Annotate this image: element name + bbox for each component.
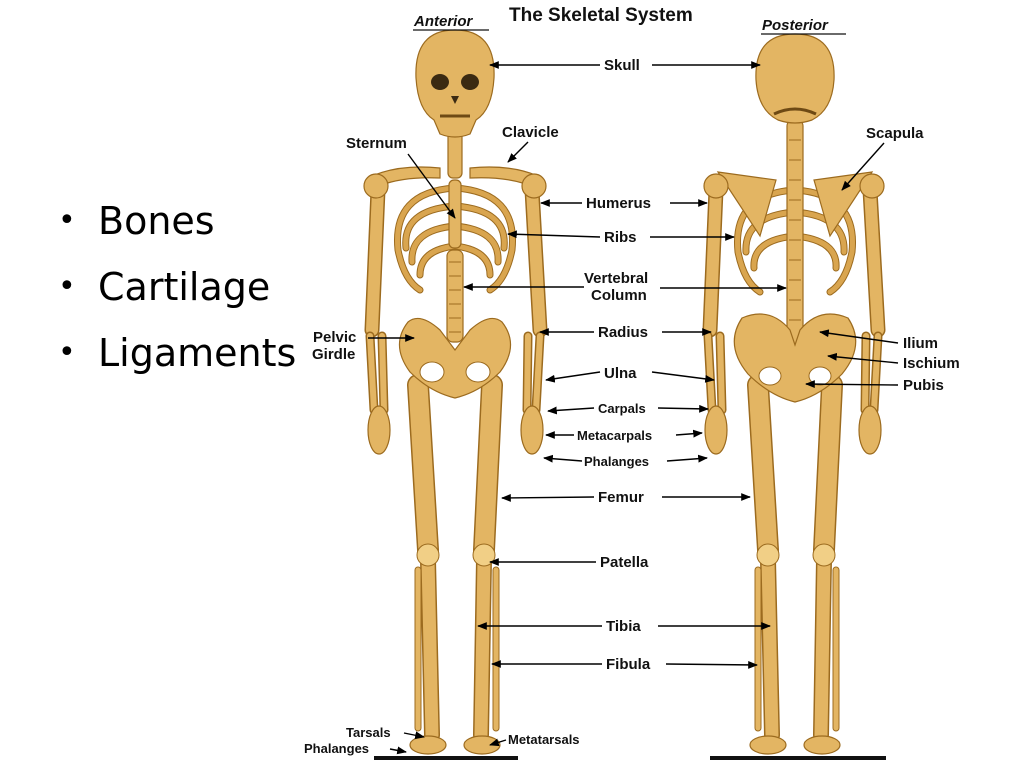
- labels: Skull Sternum Clavicle Scapula Humerus R…: [304, 57, 960, 756]
- anterior-skeleton: [363, 29, 548, 760]
- label-ilium: Ilium: [903, 335, 938, 352]
- label-ribs: Ribs: [604, 229, 637, 246]
- bullet-text: Ligaments: [98, 331, 297, 375]
- label-metacarpals: Metacarpals: [577, 428, 652, 443]
- label-girdle: Girdle: [312, 346, 355, 363]
- bullet-list: • Bones • Cartilage • Ligaments: [58, 188, 296, 386]
- bullet-item-ligaments: • Ligaments: [58, 320, 296, 386]
- label-phalanges-foot: Phalanges: [304, 741, 369, 756]
- label-tarsals: Tarsals: [346, 725, 391, 740]
- label-phalanges-hand: Phalanges: [584, 454, 649, 469]
- bullet-item-cartilage: • Cartilage: [58, 254, 296, 320]
- label-patella: Patella: [600, 554, 649, 571]
- posterior-skeleton: [702, 33, 886, 760]
- bullet-item-bones: • Bones: [58, 188, 296, 254]
- label-ulna: Ulna: [604, 365, 637, 382]
- anterior-heading: Anterior: [413, 13, 474, 30]
- label-femur: Femur: [598, 489, 644, 506]
- label-ischium: Ischium: [903, 355, 960, 372]
- label-clavicle: Clavicle: [502, 124, 559, 141]
- label-pelvic: Pelvic: [313, 329, 356, 346]
- bullet-text: Bones: [98, 199, 215, 243]
- label-scapula: Scapula: [866, 125, 924, 142]
- bullet-text: Cartilage: [98, 265, 271, 309]
- posterior-heading: Posterior: [762, 17, 829, 34]
- diagram-title: The Skeletal System: [509, 5, 693, 26]
- label-sternum: Sternum: [346, 135, 407, 152]
- bullet-dot: •: [58, 269, 76, 304]
- label-metatarsals: Metatarsals: [508, 732, 580, 747]
- label-fibula: Fibula: [606, 656, 651, 673]
- bullet-dot: •: [58, 335, 76, 370]
- label-carpals: Carpals: [598, 401, 646, 416]
- label-radius: Radius: [598, 324, 648, 341]
- label-skull: Skull: [604, 57, 640, 74]
- label-humerus: Humerus: [586, 195, 651, 212]
- label-tibia: Tibia: [606, 618, 641, 635]
- label-pubis: Pubis: [903, 377, 944, 394]
- label-vertebral: Vertebral: [584, 270, 648, 287]
- bullet-dot: •: [58, 203, 76, 238]
- label-column: Column: [591, 287, 647, 304]
